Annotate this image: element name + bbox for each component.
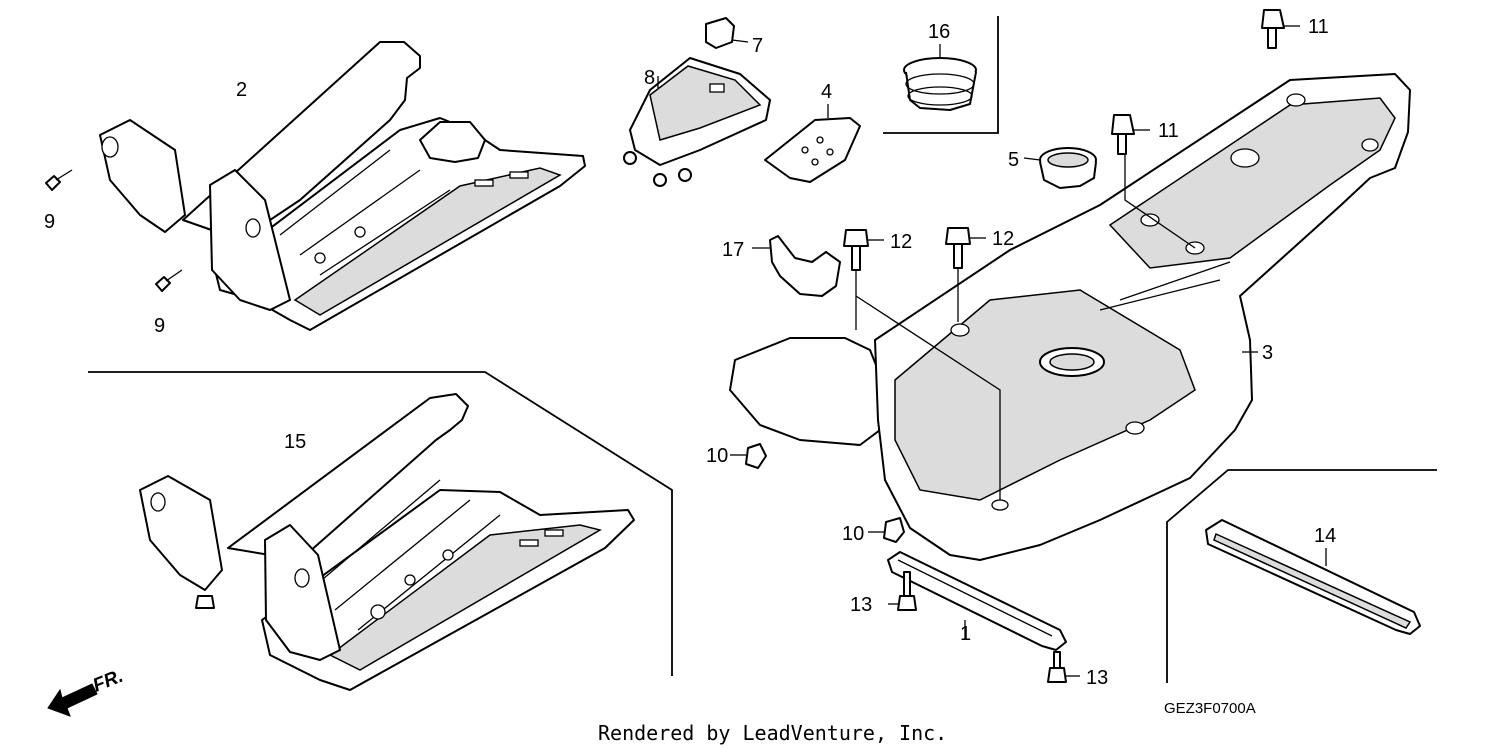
diagram-code: GEZ3F0700A — [1164, 700, 1256, 717]
part-4-plate[interactable] — [764, 104, 861, 183]
callout-3: 3 — [1262, 342, 1273, 364]
callout-8: 8 — [644, 67, 655, 89]
assembly-line-bolt-12a — [855, 268, 1001, 500]
part-3-main-cover[interactable] — [729, 73, 1411, 561]
callout-12-right: 12 — [992, 228, 1014, 250]
callout-17: 17 — [722, 239, 744, 261]
section-frame-right — [1166, 469, 1437, 683]
part-14-bar[interactable] — [1205, 519, 1421, 635]
section-frame-top-middle — [883, 16, 999, 134]
callout-11-lower: 11 — [1158, 120, 1179, 142]
part-13-screw-a[interactable] — [195, 0, 917, 611]
callout-13-left: 13 — [850, 594, 872, 616]
front-direction-arrow: FR. — [47, 666, 126, 717]
callout-15: 15 — [284, 431, 306, 453]
front-label: FR. — [90, 666, 126, 697]
callout-7: 7 — [752, 35, 763, 57]
part-5-seal-ring[interactable] — [1023, 147, 1097, 189]
callout-9-lower: 9 — [154, 315, 165, 337]
callout-11-upper: 11 — [1308, 16, 1329, 38]
assembly-line-bolt-11 — [1124, 152, 1196, 249]
part-11-bolt-a[interactable] — [1261, 9, 1300, 49]
part-10-clip-lower[interactable] — [868, 517, 905, 543]
part-9-screw-lower[interactable] — [155, 269, 183, 292]
callout-10-upper: 10 — [706, 445, 728, 467]
part-11-bolt-b[interactable] — [1111, 114, 1150, 155]
callout-10-lower: 10 — [842, 523, 864, 545]
callout-9-upper: 9 — [44, 211, 55, 233]
part-13-screw-b[interactable] — [1047, 651, 1080, 683]
part-10-clip-upper[interactable] — [730, 443, 767, 469]
part-2-floor-panel[interactable] — [99, 41, 586, 331]
part-17-bracket[interactable] — [752, 235, 841, 297]
callout-12-left: 12 — [890, 231, 912, 253]
section-frame-bottom-left — [88, 371, 673, 676]
part-7-cap[interactable] — [705, 17, 749, 49]
part-12-bolt-a[interactable] — [843, 229, 884, 271]
callout-5: 5 — [1008, 149, 1019, 171]
callout-2: 2 — [236, 79, 247, 101]
callout-14: 14 — [1314, 525, 1336, 547]
arrow-left-icon — [47, 683, 98, 717]
callout-4: 4 — [821, 81, 832, 103]
callout-1: 1 — [960, 623, 971, 645]
part-8-cover[interactable] — [623, 57, 771, 187]
part-15-floor-panel[interactable] — [139, 393, 635, 691]
part-1-stay[interactable] — [887, 551, 1067, 651]
callout-13-right: 13 — [1086, 667, 1108, 689]
footer-credit: Rendered by LeadVenture, Inc. — [598, 721, 947, 745]
part-9-screw-upper[interactable] — [45, 169, 73, 191]
part-16-grommet[interactable] — [903, 44, 977, 111]
callout-16: 16 — [928, 21, 950, 43]
part-12-bolt-b[interactable] — [945, 227, 986, 269]
